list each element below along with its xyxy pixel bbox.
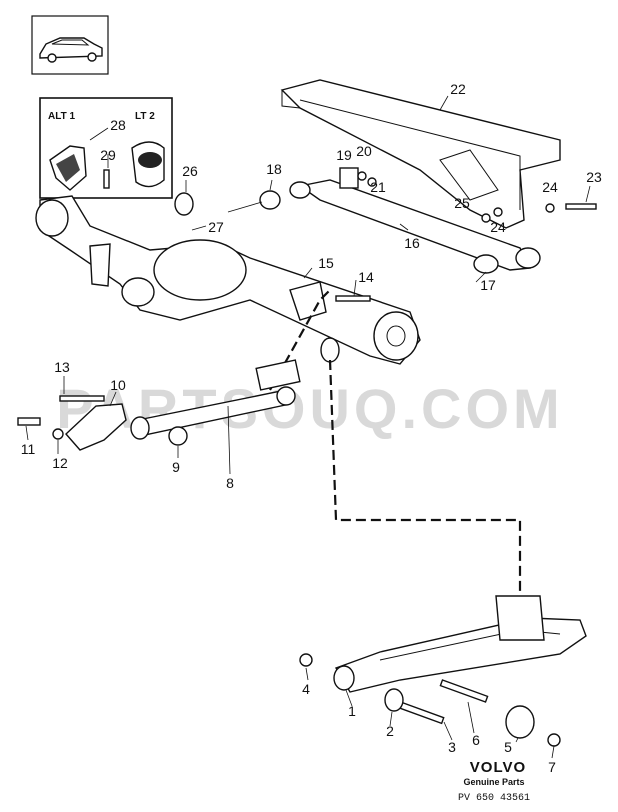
bushings-upper xyxy=(174,167,597,274)
callout-13: 13 xyxy=(54,359,70,375)
callout-8: 8 xyxy=(226,475,234,491)
callout-29: 29 xyxy=(100,147,116,163)
brand-logo: VOLVO xyxy=(470,759,526,776)
brand-footer: VOLVO Genuine Parts PV 650 43561 xyxy=(458,759,530,804)
brand-subtitle: Genuine Parts xyxy=(463,777,524,787)
callout-27: 27 xyxy=(208,219,224,235)
alt2-label: LT 2 xyxy=(135,111,155,122)
callout-10: 10 xyxy=(110,377,126,393)
vehicle-thumbnail xyxy=(31,15,109,75)
callout-7: 7 xyxy=(548,759,556,775)
callout-16: 16 xyxy=(404,235,420,251)
callout-17: 17 xyxy=(480,277,496,293)
callout-26: 26 xyxy=(182,163,198,179)
callout-1: 1 xyxy=(348,703,356,719)
callout-2: 2 xyxy=(386,723,394,739)
callout-24-lower: 24 xyxy=(490,219,506,235)
callout-4: 4 xyxy=(302,681,310,697)
callout-23: 23 xyxy=(586,169,602,185)
callout-20: 20 xyxy=(356,143,372,159)
callout-22: 22 xyxy=(450,81,466,97)
bolts xyxy=(17,295,489,725)
callout-6: 6 xyxy=(472,732,480,748)
crossmember xyxy=(280,79,561,229)
leader-lines xyxy=(25,95,591,759)
callout-25: 25 xyxy=(454,195,470,211)
callout-19: 19 xyxy=(336,147,352,163)
diagram-code: PV 650 43561 xyxy=(458,793,530,804)
callout-5: 5 xyxy=(504,739,512,755)
callout-3: 3 xyxy=(448,739,456,755)
alt1-label: ALT 1 xyxy=(48,111,75,122)
callout-12: 12 xyxy=(52,455,68,471)
alternative-inset: ALT 1 LT 2 xyxy=(39,97,173,199)
reaction-rod xyxy=(52,386,296,451)
callout-28: 28 xyxy=(110,117,126,133)
callout-15: 15 xyxy=(318,255,334,271)
callout-14: 14 xyxy=(358,269,374,285)
callout-21: 21 xyxy=(370,179,386,195)
rear-axle xyxy=(35,195,421,365)
callout-18: 18 xyxy=(266,161,282,177)
trailing-arm xyxy=(299,595,587,747)
callout-24: 24 xyxy=(542,179,558,195)
callout-labels: 1 2 3 4 5 6 7 8 9 10 11 12 13 14 15 16 1… xyxy=(21,81,602,775)
callout-11: 11 xyxy=(21,441,36,457)
panhard-link xyxy=(289,179,541,271)
callout-9: 9 xyxy=(172,459,180,475)
